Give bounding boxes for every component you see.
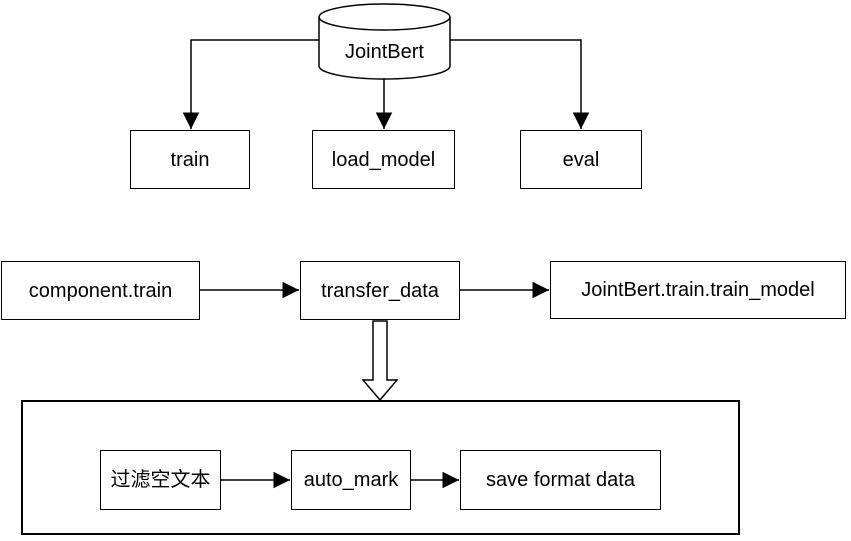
node-train: train	[130, 130, 250, 189]
node-jointbert-train-train-model: JointBert.train.train_model	[550, 261, 846, 319]
pipeline-container-box	[21, 400, 740, 535]
node-save-format-data: save format data	[460, 450, 661, 510]
database-cylinder-shape	[318, 3, 451, 80]
node-eval: eval	[520, 130, 642, 189]
node-load-model: load_model	[312, 130, 455, 189]
node-filter-empty-text: 过滤空文本	[100, 450, 221, 510]
edge-jointbert-eval	[450, 39, 590, 129]
edge-jointbert-train	[182, 39, 319, 129]
node-component-train: component.train	[1, 261, 200, 320]
node-transfer-data: transfer_data	[300, 261, 460, 320]
block-arrow-down	[361, 320, 399, 402]
cylinder-jointbert-label: JointBert	[345, 40, 424, 63]
node-auto-mark: auto_mark	[291, 450, 411, 510]
